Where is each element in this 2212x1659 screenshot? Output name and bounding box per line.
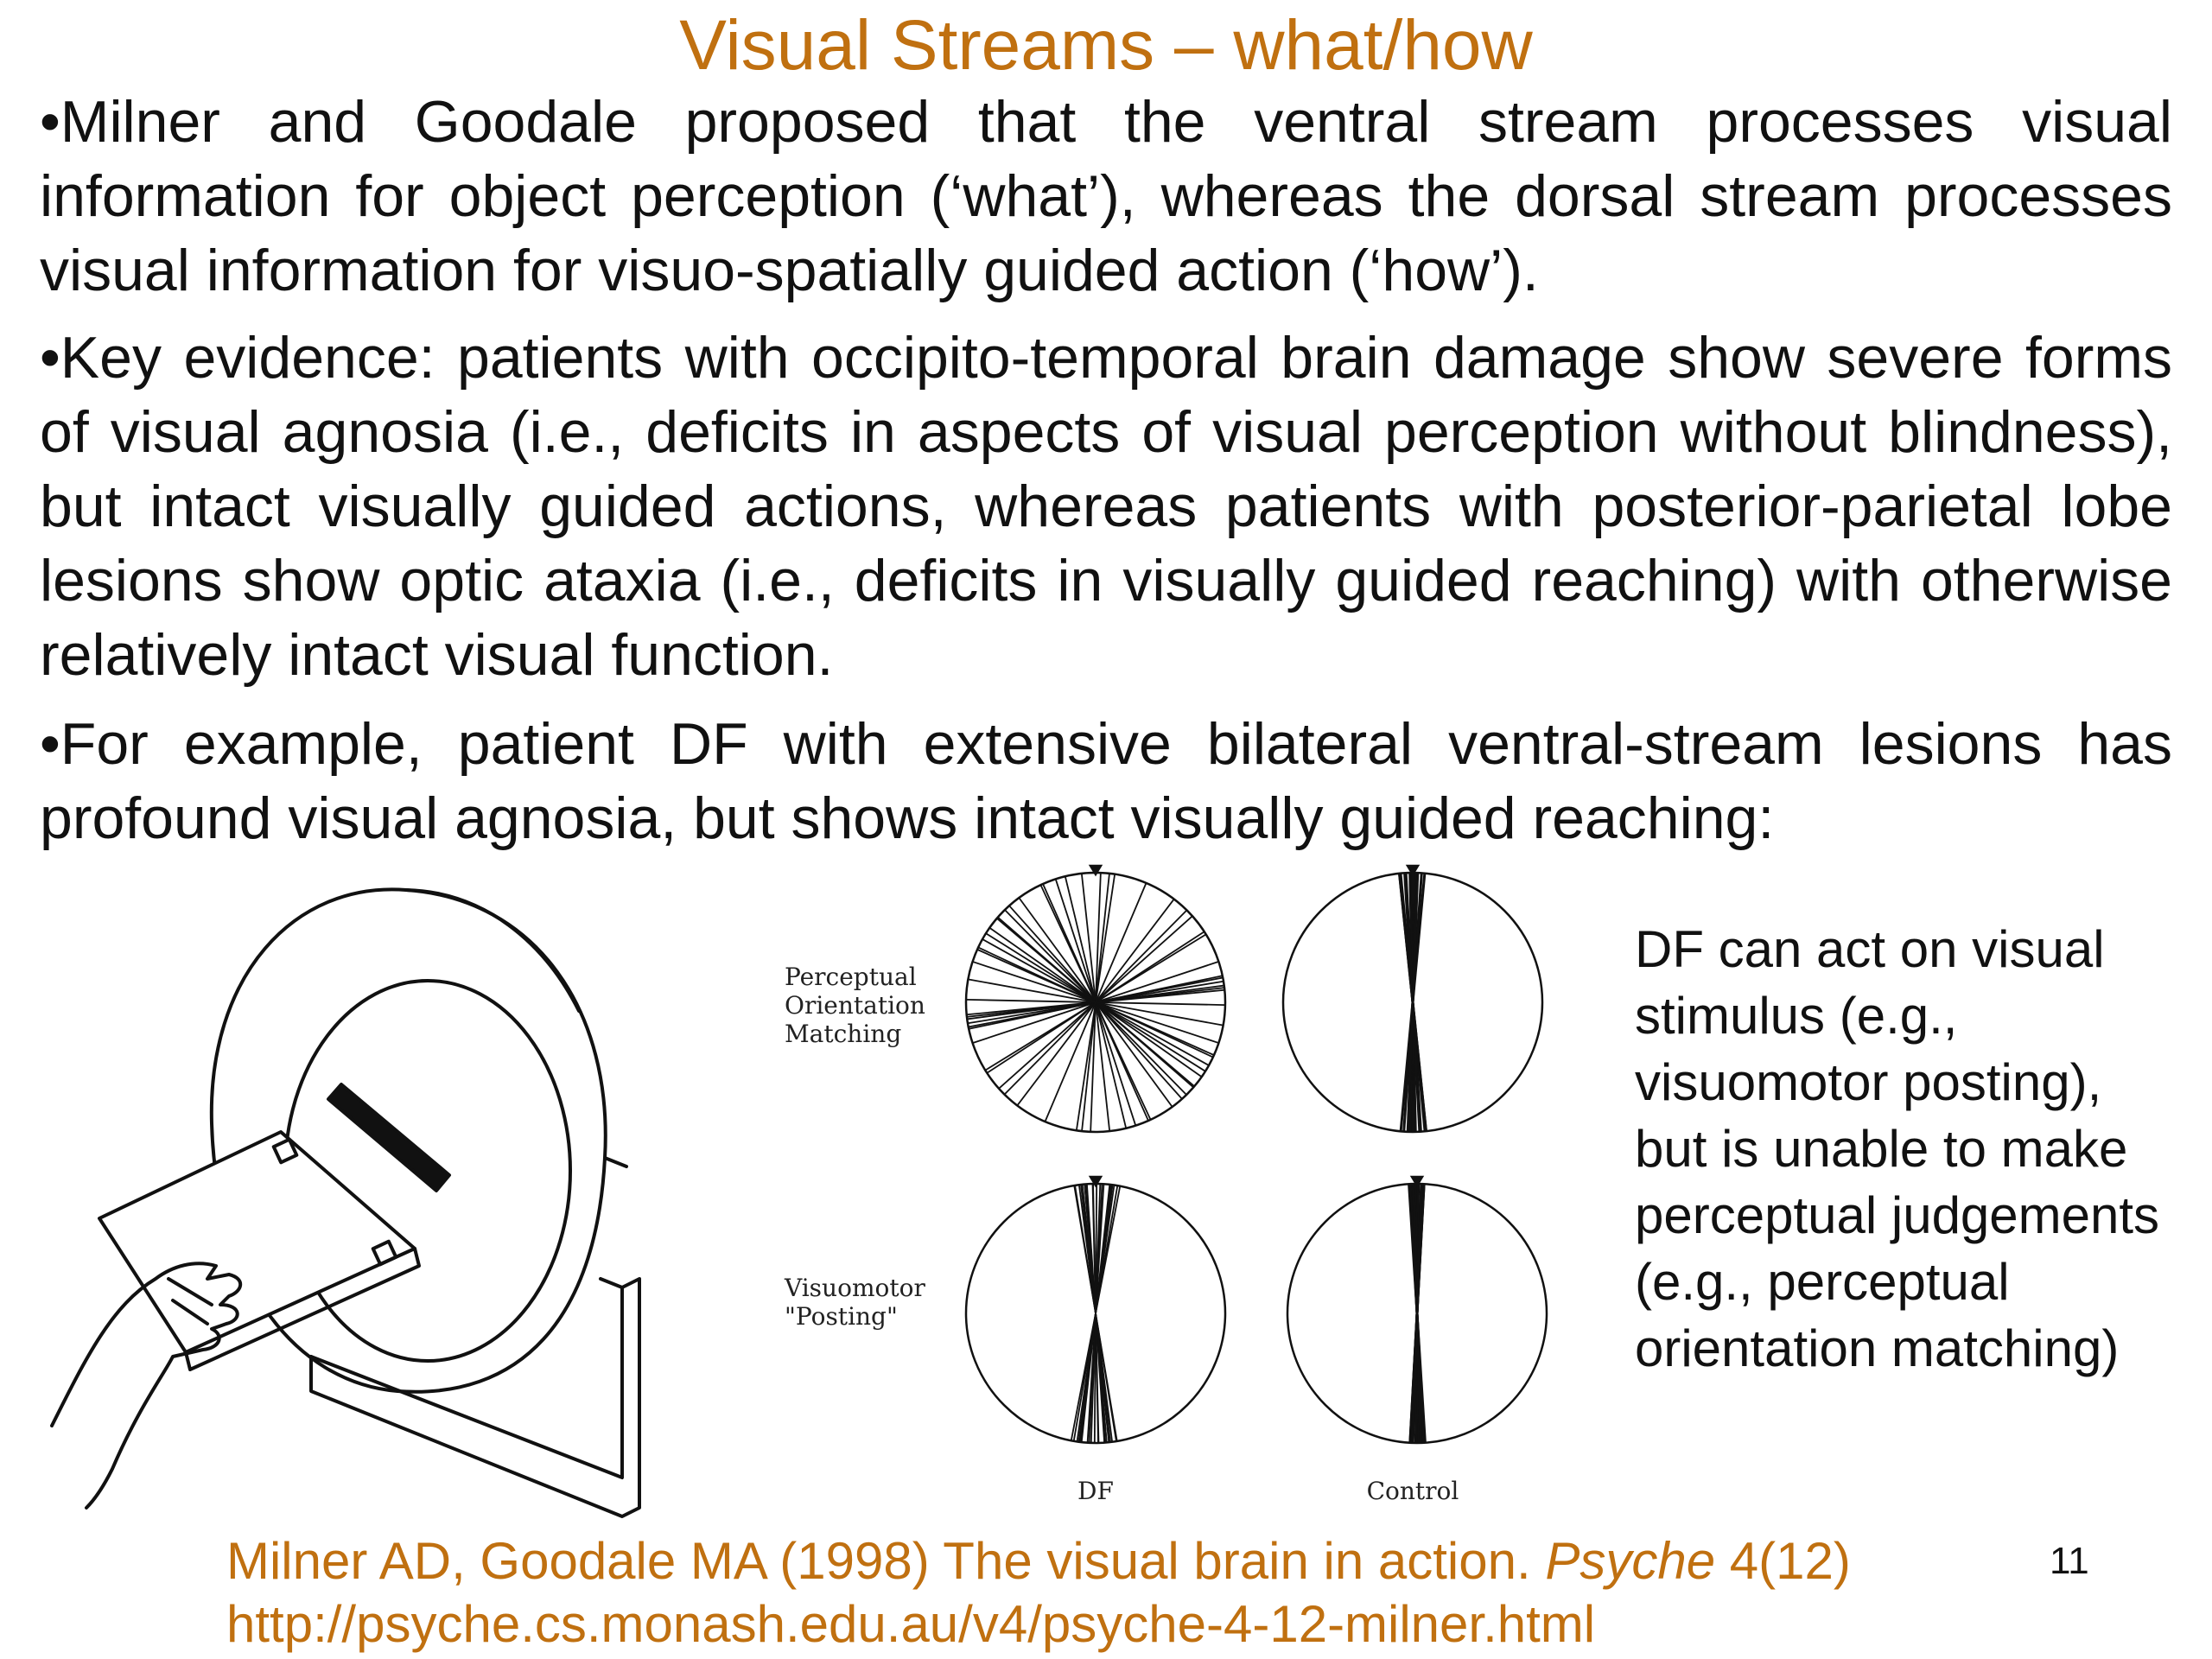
bullet-patient-df: •For example, patient DF with extensive … (40, 711, 2172, 851)
svg-text:Orientation: Orientation (785, 991, 925, 1020)
df-summary-text: DF can act on visual stimulus (e.g., vis… (1635, 920, 2160, 1377)
apparatus-stand (309, 1277, 624, 1479)
svg-text:Matching: Matching (785, 1020, 901, 1048)
slide-title: Visual Streams – what/how (679, 6, 1533, 85)
response-line (1044, 882, 1147, 1122)
control-perceptual-plot (1281, 864, 1544, 1134)
reference-url[interactable]: http://psyche.cs.monash.edu.au/v4/psyche… (226, 1595, 1596, 1653)
svg-text:Perceptual: Perceptual (785, 963, 917, 991)
response-line (1079, 1184, 1112, 1443)
response-line (1411, 1184, 1423, 1443)
apparatus-slot (327, 1083, 451, 1192)
reference-citation: Milner AD, Goodale MA (1998) The visual … (226, 1532, 1851, 1590)
page-number: 11 (2050, 1540, 2089, 1582)
posting-apparatus-illustration (50, 887, 641, 1518)
posting-card (98, 1130, 416, 1354)
response-line (1398, 873, 1427, 1132)
vertical-marker (1405, 864, 1421, 877)
df-perceptual-plot (964, 864, 1227, 1134)
journal-name: Psyche (1545, 1532, 1716, 1590)
column-label-control: Control (1367, 1477, 1459, 1505)
svg-text:"Posting": "Posting" (785, 1302, 898, 1331)
bullet-milner-goodale: •Milner and Goodale proposed that the ve… (40, 89, 2172, 303)
hand-illustration (50, 1262, 243, 1510)
orientation-results-figure: Perceptual Orientation Matching Visuomot… (784, 864, 1548, 1505)
control-posting-plot (1286, 1175, 1548, 1445)
vertical-marker (1088, 864, 1103, 877)
column-label-df: DF (1077, 1477, 1114, 1505)
vertical-marker (1088, 1175, 1103, 1188)
row-label-perceptual: Perceptual Orientation Matching (785, 963, 925, 1048)
df-posting-plot (964, 1175, 1227, 1445)
apparatus-disc-edge (404, 888, 581, 1013)
svg-text:Visuomotor: Visuomotor (784, 1274, 925, 1302)
vertical-marker (1409, 1175, 1425, 1188)
bullet-key-evidence: •Key evidence: patients with occipito-te… (40, 325, 2172, 688)
row-label-visuomotor: Visuomotor "Posting" (784, 1274, 925, 1331)
